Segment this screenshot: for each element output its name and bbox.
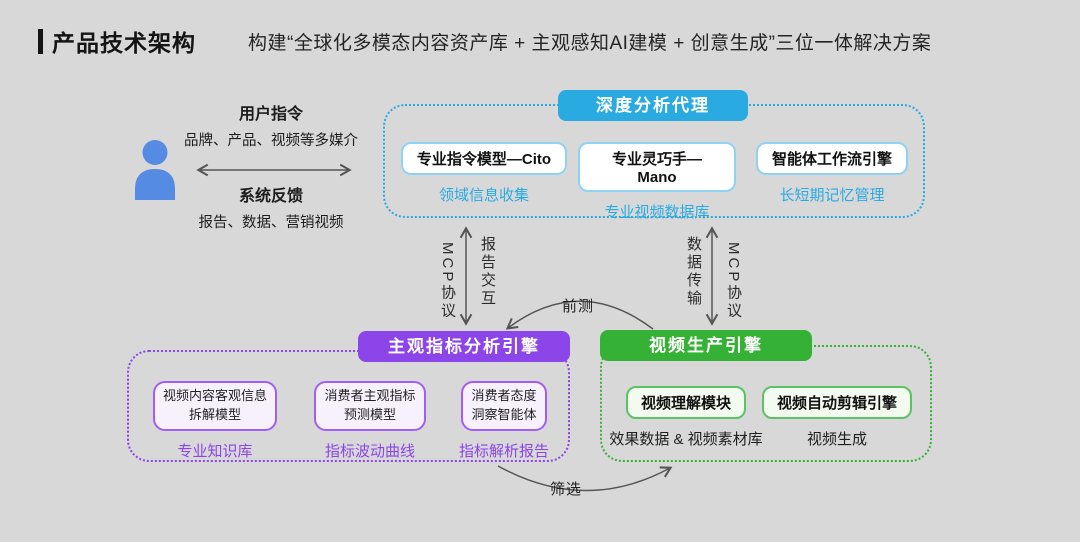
agent-module-workflow-caption: 长短期记忆管理 bbox=[779, 187, 885, 204]
user-agent-bidirectional-arrow bbox=[196, 163, 352, 177]
analysis-module-objective-info-line1: 视频内容客观信息 bbox=[162, 388, 267, 403]
agent-module-mano-box: 专业灵巧手—Mano bbox=[578, 142, 736, 192]
agent-module-workflow-box: 智能体工作流引擎 bbox=[755, 142, 908, 175]
system-feedback-label: 系统反馈 bbox=[238, 188, 303, 205]
user-instruction-label: 用户指令 bbox=[238, 106, 303, 123]
analysis-module-objective-info-line2: 拆解模型 bbox=[188, 406, 241, 422]
analysis-module-objective-info: 视频内容客观信息 拆解模型 专业知识库 bbox=[141, 381, 289, 461]
filter-flow-arrow bbox=[497, 465, 673, 492]
title-accent-bar bbox=[38, 28, 43, 54]
analysis-module-prediction-box: 消费者主观指标 预测模型 bbox=[314, 381, 426, 431]
agent-module-mano: 专业灵巧手—Mano 专业视频数据库 bbox=[578, 142, 736, 222]
user-io-texts: 用户指令 品牌、产品、视频等多媒介 系统反馈 报告、数据、营销视频 bbox=[182, 100, 360, 232]
analysis-module-insight: 消费者态度 洞察智能体 指标解析报告 bbox=[449, 381, 559, 461]
agent-module-workflow: 智能体工作流引擎 长短期记忆管理 bbox=[748, 142, 916, 205]
production-module-understanding-box: 视频理解模块 bbox=[625, 386, 746, 419]
pretest-flow-arrow bbox=[505, 300, 654, 330]
left-connector-bidirectional-arrow bbox=[459, 226, 473, 326]
analysis-engine-box bbox=[127, 350, 570, 462]
user-instruction-desc: 品牌、产品、视频等多媒介 bbox=[184, 133, 358, 149]
right-connector-bidirectional-arrow bbox=[705, 226, 719, 326]
agent-module-cito-caption: 领域信息收集 bbox=[438, 187, 529, 204]
analysis-module-objective-info-box: 视频内容客观信息 拆解模型 bbox=[152, 381, 277, 431]
left-connector-report-label: 报告交互 bbox=[479, 236, 496, 308]
analysis-module-objective-info-caption: 专业知识库 bbox=[177, 442, 253, 460]
page-title: 产品技术架构 bbox=[52, 30, 196, 56]
analysis-module-insight-line1: 消费者态度 bbox=[471, 388, 537, 403]
production-module-understanding-caption: 效果数据 & 视频素材库 bbox=[609, 431, 763, 448]
agent-module-mano-caption: 专业视频数据库 bbox=[604, 204, 710, 221]
analysis-module-insight-box: 消费者态度 洞察智能体 bbox=[461, 381, 547, 431]
right-connector-mcp-label: MCP协议 bbox=[725, 242, 742, 321]
page-subtitle: 构建“全球化多模态内容资产库 + 主观感知AI建模 + 创意生成”三位一体解决方… bbox=[248, 32, 932, 54]
production-engine-title: 视频生产引擎 bbox=[600, 330, 812, 361]
analysis-module-prediction-line1: 消费者主观指标 bbox=[324, 388, 416, 403]
analysis-module-prediction: 消费者主观指标 预测模型 指标波动曲线 bbox=[299, 381, 441, 461]
analysis-module-insight-line2: 洞察智能体 bbox=[471, 406, 537, 422]
pretest-flow-label: 前测 bbox=[562, 298, 595, 315]
analysis-module-prediction-caption: 指标波动曲线 bbox=[324, 442, 415, 460]
user-person-icon bbox=[135, 140, 175, 200]
production-module-understanding: 视频理解模块 效果数据 & 视频素材库 bbox=[602, 386, 770, 449]
deep-analysis-agent-title: 深度分析代理 bbox=[558, 90, 748, 121]
analysis-module-insight-caption: 指标解析报告 bbox=[458, 442, 549, 460]
left-connector-mcp-label: MCP协议 bbox=[439, 242, 456, 321]
agent-module-cito: 专业指令模型—Cito 领域信息收集 bbox=[392, 142, 576, 205]
production-module-autocut-box: 视频自动剪辑引擎 bbox=[761, 386, 912, 419]
system-feedback-desc: 报告、数据、营销视频 bbox=[198, 215, 344, 231]
analysis-module-prediction-line2: 预测模型 bbox=[343, 406, 396, 422]
header: 产品技术架构 构建“全球化多模态内容资产库 + 主观感知AI建模 + 创意生成”… bbox=[38, 24, 931, 58]
filter-flow-label: 筛选 bbox=[550, 481, 583, 498]
analysis-engine-title: 主观指标分析引擎 bbox=[358, 331, 570, 362]
agent-module-cito-box: 专业指令模型—Cito bbox=[400, 142, 568, 175]
production-module-autocut-caption: 视频生成 bbox=[806, 431, 867, 448]
production-module-autocut: 视频自动剪辑引擎 视频生成 bbox=[752, 386, 922, 449]
right-connector-data-label: 数据传输 bbox=[685, 236, 702, 308]
